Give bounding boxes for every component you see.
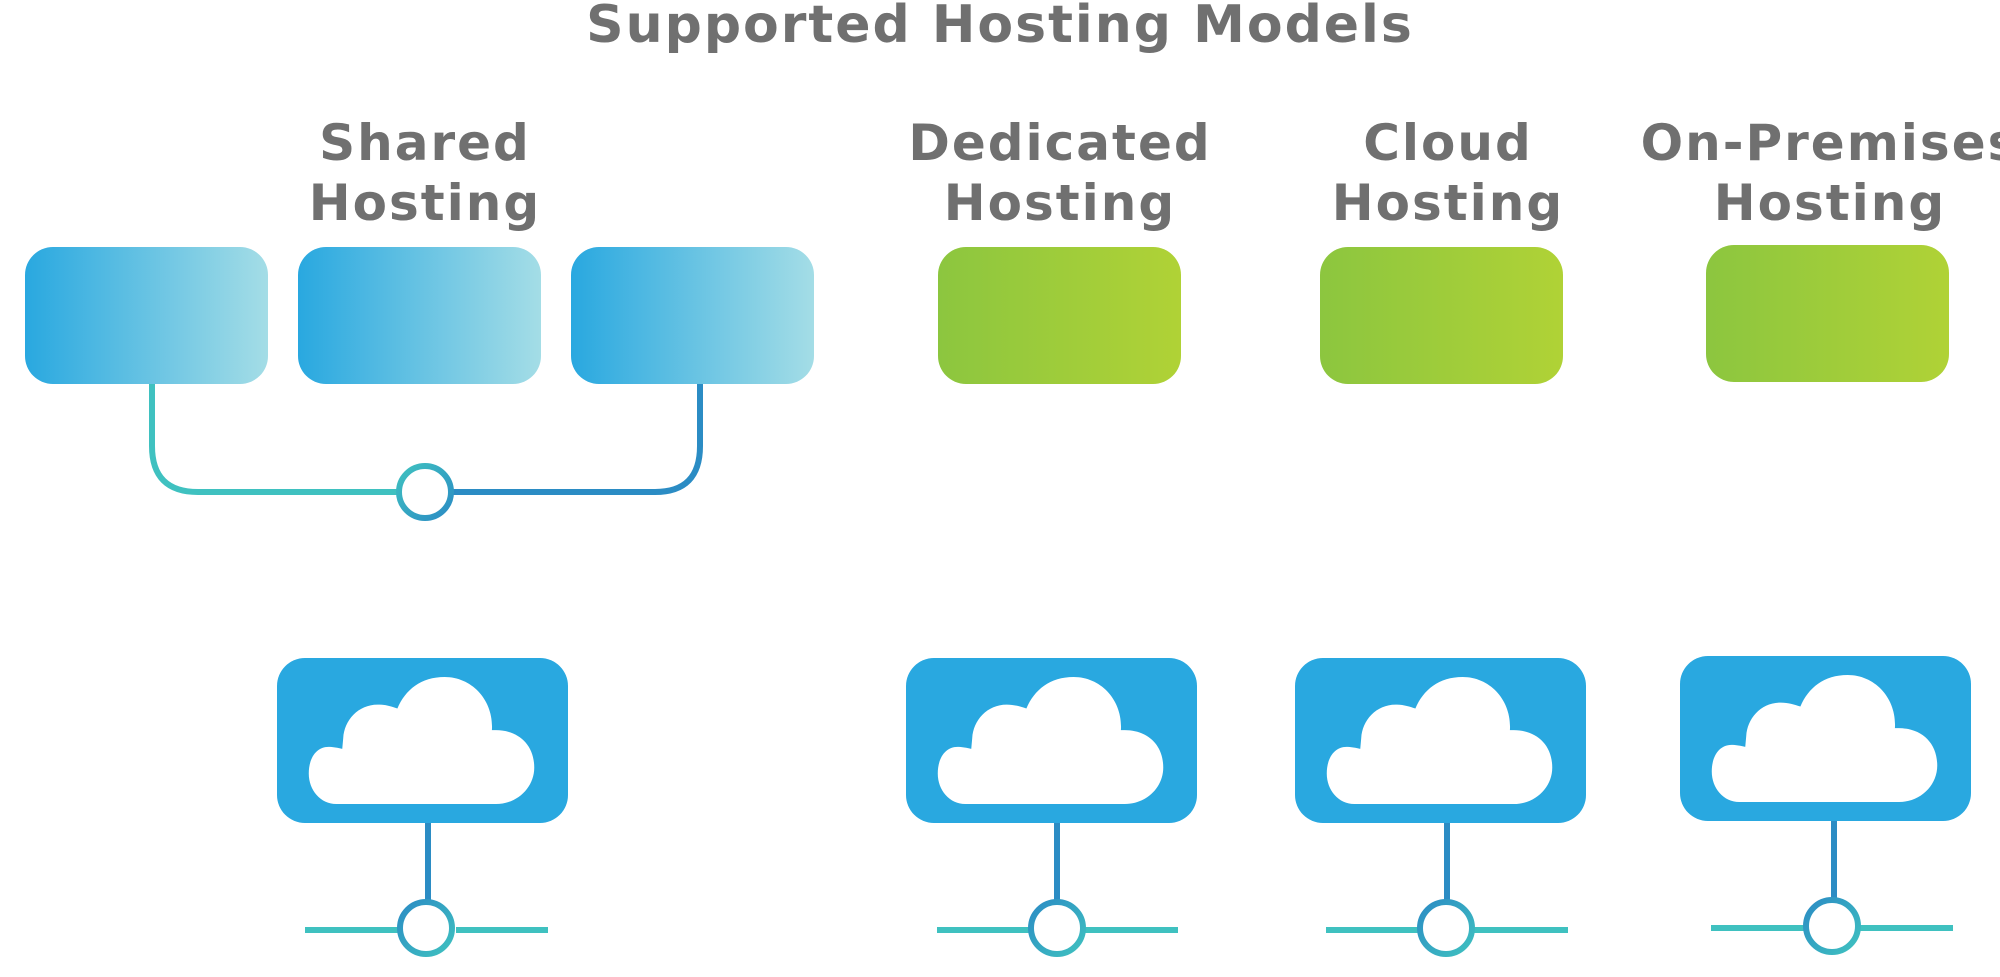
shared-server-box-2 <box>298 247 541 384</box>
cloud-hosting-label-line2: Hosting <box>1332 174 1564 232</box>
shared-left-connector <box>149 384 400 495</box>
on-premises-hosting-group <box>1680 245 1971 955</box>
cloud-server-box <box>1320 247 1563 384</box>
on-premises-hosting-label-line2: Hosting <box>1714 174 1946 232</box>
shared-server-box-1 <box>25 247 268 384</box>
dedicated-bottom-hub-icon <box>1028 899 1086 957</box>
shared-right-connector <box>452 384 703 495</box>
cloud-hosting-label-line1: Cloud <box>1363 114 1533 172</box>
dedicated-hosting-label-line1: Dedicated <box>908 114 1211 172</box>
shared-hosting-label-line2: Hosting <box>309 174 541 232</box>
shared-hub-icon <box>396 463 454 521</box>
shared-bottom-hub-icon <box>397 899 455 957</box>
shared-server-box-3 <box>571 247 814 384</box>
dedicated-server-box <box>938 247 1181 384</box>
dedicated-hosting-label-line2: Hosting <box>944 174 1176 232</box>
shared-hosting-group <box>25 247 814 957</box>
on-premises-bottom-hub-icon <box>1803 897 1861 955</box>
diagram-title: Supported Hosting Models <box>586 0 1414 55</box>
on-premises-server-box <box>1706 245 1949 382</box>
dedicated-hosting-group <box>906 247 1197 957</box>
shared-hosting-label-line1: Shared <box>319 114 531 172</box>
cloud-hosting-group <box>1295 247 1586 957</box>
cloud-bottom-hub-icon <box>1417 899 1475 957</box>
on-premises-hosting-label-line1: On-Premises <box>1641 114 2000 172</box>
